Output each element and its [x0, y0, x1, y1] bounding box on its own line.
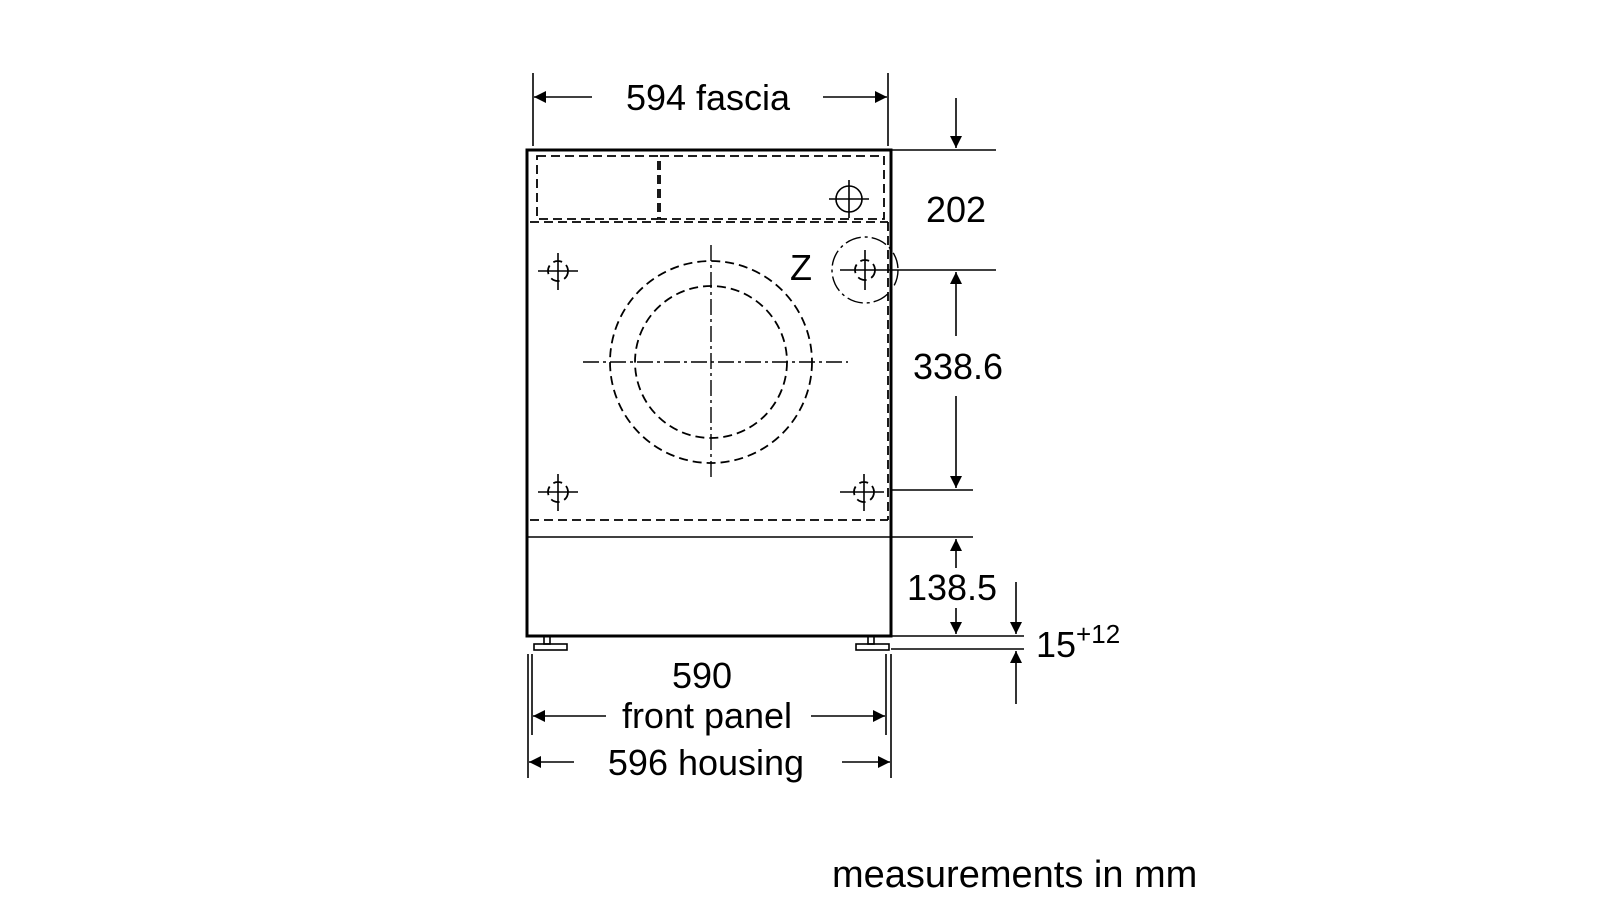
center-height-label: 338.6 [913, 346, 1003, 387]
fascia-dimension-label: 594 fascia [626, 77, 791, 118]
fascia-dimension: 594 fascia [532, 73, 889, 146]
control-panel-outline [536, 155, 885, 220]
center-height-dimension: 338.6 [890, 269, 1003, 491]
foot-height-superscript: +12 [1076, 619, 1120, 649]
foot-height-dimension: 15+12 [1010, 582, 1120, 704]
top-height-label: 202 [926, 189, 986, 230]
front-panel-label: front panel [622, 695, 792, 736]
plinth-height-dimension: 138.5 [891, 536, 1024, 650]
detail-z-label: Z [790, 247, 812, 288]
door-porthole [583, 245, 848, 480]
mounting-point-lower-right [840, 474, 884, 511]
mounting-point-upper-left [538, 253, 578, 290]
foot-height-label: 15+12 [1036, 619, 1120, 665]
mounting-point-upper-right [829, 180, 869, 218]
mounting-point-lower-left [538, 474, 578, 511]
detail-z-marker: Z [790, 236, 899, 304]
adjustable-feet [533, 635, 890, 651]
housing-label: 596 housing [608, 742, 804, 783]
front-panel-dimension: 590 front panel [531, 654, 887, 736]
front-panel-value: 590 [672, 655, 732, 696]
housing-dimension: 596 housing [527, 654, 892, 783]
foot-height-base: 15 [1036, 624, 1076, 665]
units-note: measurements in mm [832, 854, 1197, 896]
plinth-height-label: 138.5 [907, 567, 997, 608]
appliance-outline [525, 148, 893, 638]
top-height-dimension: 202 [891, 98, 996, 230]
